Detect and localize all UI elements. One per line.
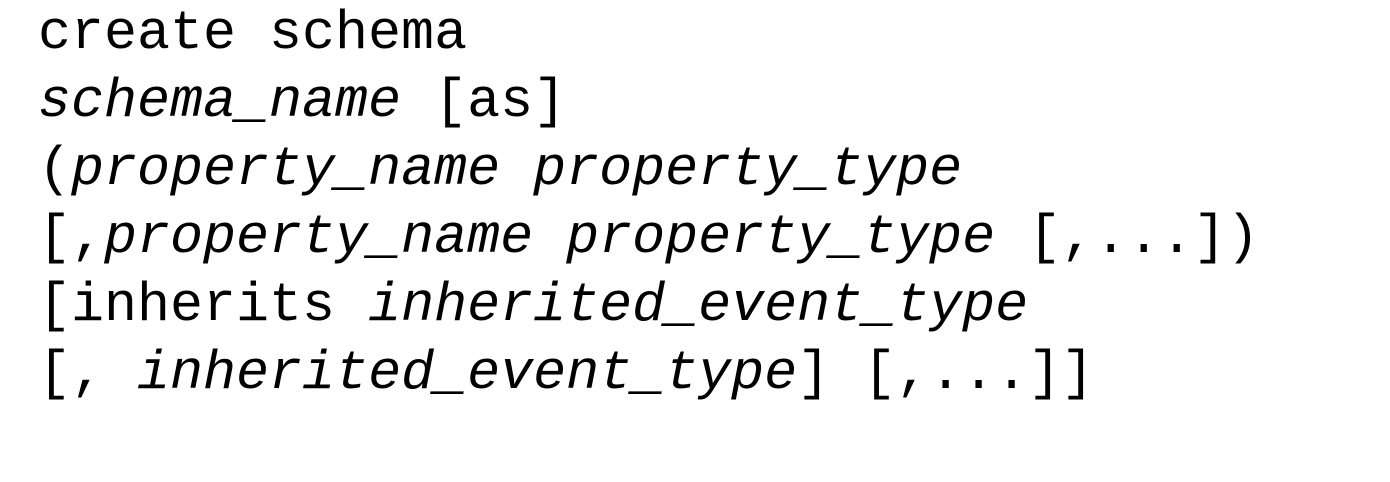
syntax-line-schema-name: schema_name [as] — [38, 68, 1259, 136]
property-name-type-placeholder-repeat: property_name property_type — [104, 206, 996, 269]
inherited-event-type-placeholder-repeat: inherited_event_type — [137, 342, 798, 405]
create-schema-keyword: create schema — [38, 2, 468, 65]
inherited-event-type-placeholder: inherited_event_type — [368, 274, 1029, 337]
syntax-line-more-properties: [,property_name property_type [,...]) — [38, 204, 1259, 272]
open-paren: ( — [38, 138, 72, 201]
inherits-keyword: [inherits — [38, 274, 369, 337]
syntax-line-inherits: [inherits inherited_event_type — [38, 272, 1259, 340]
optional-comma-bracket: [, — [38, 342, 138, 405]
property-name-type-placeholder: property_name property_type — [71, 138, 963, 201]
ellipsis-close-brackets: ] [,...]] — [797, 342, 1095, 405]
syntax-line-more-inherited: [, inherited_event_type] [,...]] — [38, 340, 1259, 408]
syntax-line-create-schema: create schema — [38, 0, 1259, 68]
ellipsis-close-paren: [,...]) — [995, 206, 1260, 269]
optional-comma-open: [, — [38, 206, 105, 269]
as-keyword: [as] — [401, 70, 567, 133]
syntax-line-property: (property_name property_type — [38, 136, 1259, 204]
schema-name-placeholder: schema_name — [38, 70, 402, 133]
